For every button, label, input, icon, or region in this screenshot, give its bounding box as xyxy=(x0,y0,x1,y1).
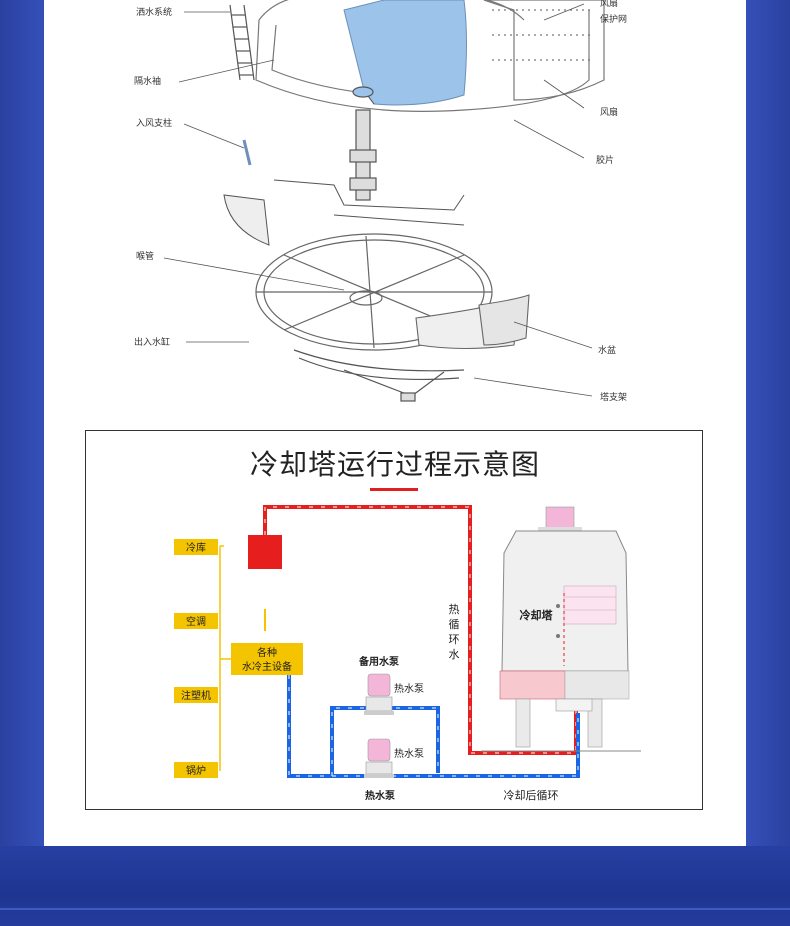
title-underline xyxy=(370,488,418,491)
label-guard-net: 保护网 xyxy=(600,13,627,25)
svg-text:空调: 空调 xyxy=(186,615,206,628)
label-hot-cycle-1: 热 xyxy=(449,603,460,616)
label-fill: 胶片 xyxy=(596,154,614,166)
tag-cold-storage: 冷库 xyxy=(174,539,218,555)
svg-text:各种: 各种 xyxy=(257,646,277,659)
process-flow-diagram: 冷库 空调 注塑机 锅炉 各种 水冷主设备 xyxy=(174,505,641,802)
tag-injection-machine: 注塑机 xyxy=(174,687,218,703)
label-after-cool: 冷却后循环 xyxy=(504,789,559,802)
ladder xyxy=(229,4,255,81)
label-water-rod: 隔水袖 xyxy=(134,75,161,87)
svg-text:锅炉: 锅炉 xyxy=(186,765,206,777)
svg-text:水冷主设备: 水冷主设备 xyxy=(242,660,292,673)
label-hot-pump-bottom: 热水泵 xyxy=(365,789,396,802)
fan-fill-panel xyxy=(343,0,467,106)
label-fan: 风扇 xyxy=(600,106,618,118)
backup-pump xyxy=(364,673,394,715)
heat-source-block xyxy=(248,535,282,569)
tag-boiler: 锅炉 xyxy=(174,762,218,778)
label-hot-cycle-3: 环 xyxy=(449,633,460,646)
label-fan-top: 风扇 xyxy=(600,0,618,9)
process-title: 冷却塔运行过程示意图 xyxy=(249,448,540,481)
label-basin: 水盆 xyxy=(598,344,616,356)
process-diagram-box: 冷却塔运行过程示意图 冷库 空调 注塑机 锅炉 各种 水冷主设备 xyxy=(85,430,703,810)
label-cooling-tower: 冷却塔 xyxy=(520,608,554,622)
right-border xyxy=(746,0,790,926)
label-inout-tank: 出入水缸 xyxy=(134,336,170,348)
equipment-box: 各种 水冷主设备 xyxy=(231,643,303,675)
label-backup-pump: 备用水泵 xyxy=(358,655,400,668)
label-hot-pump-2: 热水泵 xyxy=(394,747,424,760)
label-sprinkler: 洒水系统 xyxy=(136,6,172,18)
central-column xyxy=(349,86,377,201)
exploded-view-diagram: 洒水系统 隔水袖 入风支柱 喉管 出入水缸 风扇 保护网 风扇 胶片 水盆 塔支… xyxy=(134,0,627,403)
label-hot-cycle-4: 水 xyxy=(449,648,460,661)
label-inlet-column: 入风支柱 xyxy=(136,117,172,129)
label-hot-cycle-2: 循 xyxy=(449,618,460,631)
bottom-line xyxy=(0,908,790,910)
hot-pump-lower xyxy=(364,738,394,778)
svg-text:冷库: 冷库 xyxy=(186,541,206,554)
tag-air-conditioning: 空调 xyxy=(174,613,218,629)
svg-text:注塑机: 注塑机 xyxy=(181,689,211,702)
bottom-band xyxy=(0,846,790,926)
left-border xyxy=(0,0,44,926)
label-pipe: 喉管 xyxy=(136,250,154,262)
cooling-tower xyxy=(481,506,641,752)
label-stand: 塔支架 xyxy=(600,391,627,403)
label-hot-pump-1: 热水泵 xyxy=(394,682,424,695)
tower-stand xyxy=(293,349,465,402)
